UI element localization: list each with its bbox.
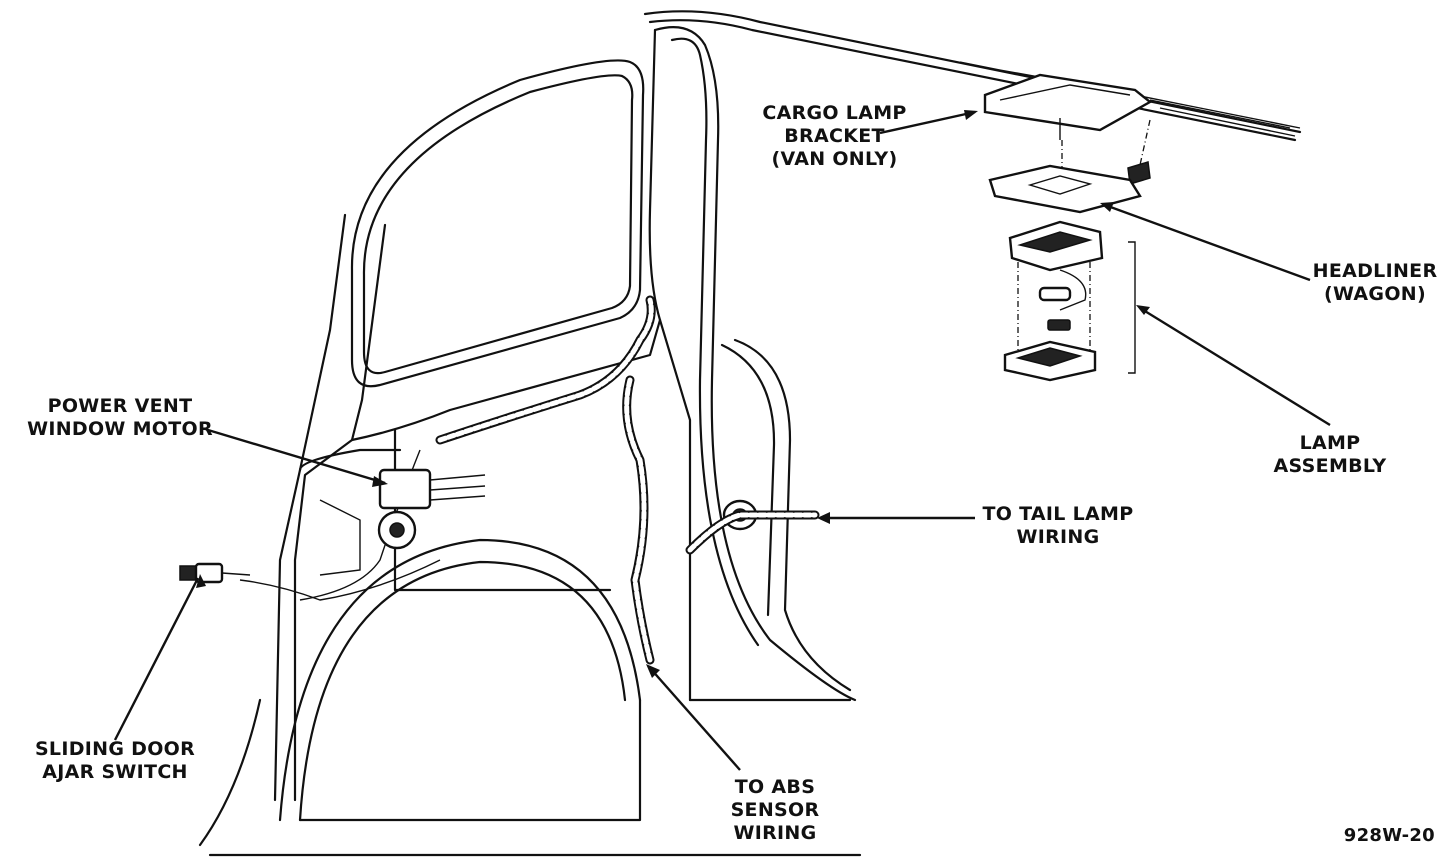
lamp-assembly-line-1: LAMP <box>1299 432 1361 454</box>
headliner-label: HEADLINER (WAGON) <box>1310 260 1440 306</box>
wiring-harness <box>239 295 820 665</box>
cargo-lamp-bracket-line-1: CARGO LAMP <box>762 102 907 124</box>
cargo-lamp-bracket-label: CARGO LAMP BRACKET (VAN ONLY) <box>742 102 927 171</box>
power-vent-line-1: POWER VENT <box>47 395 193 417</box>
figure-id: 928W-20 <box>1343 825 1435 846</box>
cargo-lamp-bracket <box>983 73 1153 185</box>
lamp-assembly-label: LAMP ASSEMBLY <box>1265 432 1395 478</box>
lamp-assembly-line-2: ASSEMBLY <box>1273 455 1387 477</box>
tail-lamp-label: TO TAIL LAMP WIRING <box>978 503 1138 549</box>
power-vent-label: POWER VENT WINDOW MOTOR <box>25 395 215 441</box>
lamp-assembly <box>1003 220 1136 382</box>
headliner-line-2: (WAGON) <box>1324 283 1426 305</box>
headliner-trim <box>988 164 1142 214</box>
quarter-panel <box>198 213 862 857</box>
arrow-heads <box>196 110 1150 678</box>
power-vent-line-2: WINDOW MOTOR <box>27 418 213 440</box>
sliding-door-line-2: AJAR SWITCH <box>42 761 188 783</box>
tail-lamp-line-1: TO TAIL LAMP <box>982 503 1134 525</box>
abs-sensor-line-1: TO ABS <box>734 776 816 798</box>
wheel-well <box>278 538 642 822</box>
cargo-lamp-bracket-line-3: (VAN ONLY) <box>771 148 898 170</box>
abs-sensor-line-2: SENSOR <box>730 799 820 821</box>
sliding-door-switch <box>179 562 251 584</box>
abs-sensor-label: TO ABS SENSOR WIRING <box>720 776 830 845</box>
headliner-line-1: HEADLINER <box>1312 260 1438 282</box>
rear-window-frame <box>350 59 645 388</box>
leader-lines <box>113 110 1331 771</box>
sliding-door-line-1: SLIDING DOOR <box>34 738 196 760</box>
power-vent-motor <box>377 468 486 550</box>
tail-lamp-line-2: WIRING <box>1016 526 1100 548</box>
cargo-lamp-bracket-line-2: BRACKET <box>784 125 885 147</box>
sliding-door-label: SLIDING DOOR AJAR SWITCH <box>25 738 205 784</box>
abs-sensor-line-3: WIRING <box>733 822 817 844</box>
